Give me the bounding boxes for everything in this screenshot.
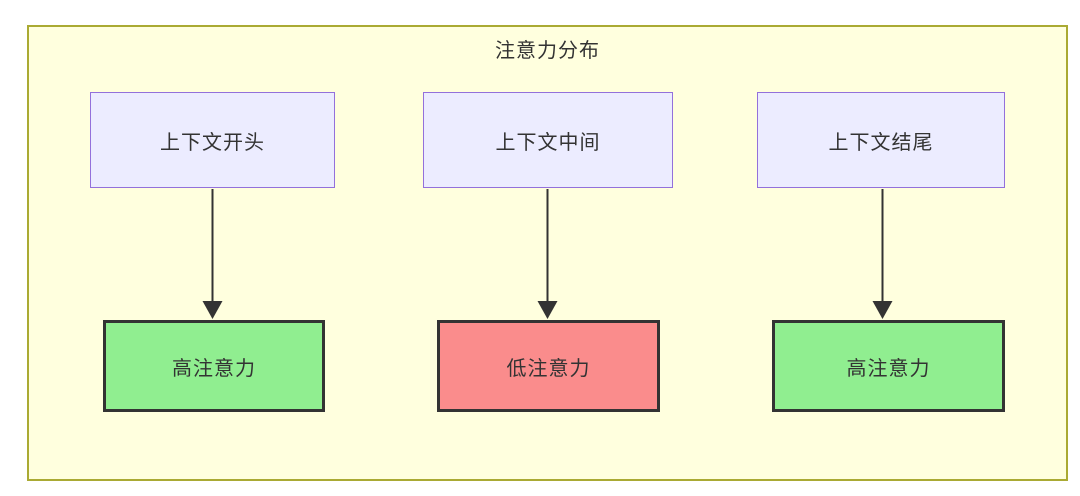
node-context-end-label: 上下文结尾 [828,129,934,154]
node-low-attention-label: 低注意力 [506,355,591,380]
node-high-attention-right: 高注意力 [772,320,1005,412]
node-context-end: 上下文结尾 [757,92,1005,188]
node-high-attention-left-label: 高注意力 [172,355,256,380]
node-context-start-label: 上下文开头 [160,129,265,154]
node-context-middle: 上下文中间 [423,92,673,188]
diagram-title: 注意力分布 [495,38,600,62]
node-context-start: 上下文开头 [90,92,335,188]
node-high-attention-right-label: 高注意力 [846,355,931,380]
node-low-attention: 低注意力 [437,320,660,412]
node-high-attention-left: 高注意力 [103,320,325,412]
node-context-middle-label: 上下文中间 [495,129,601,154]
